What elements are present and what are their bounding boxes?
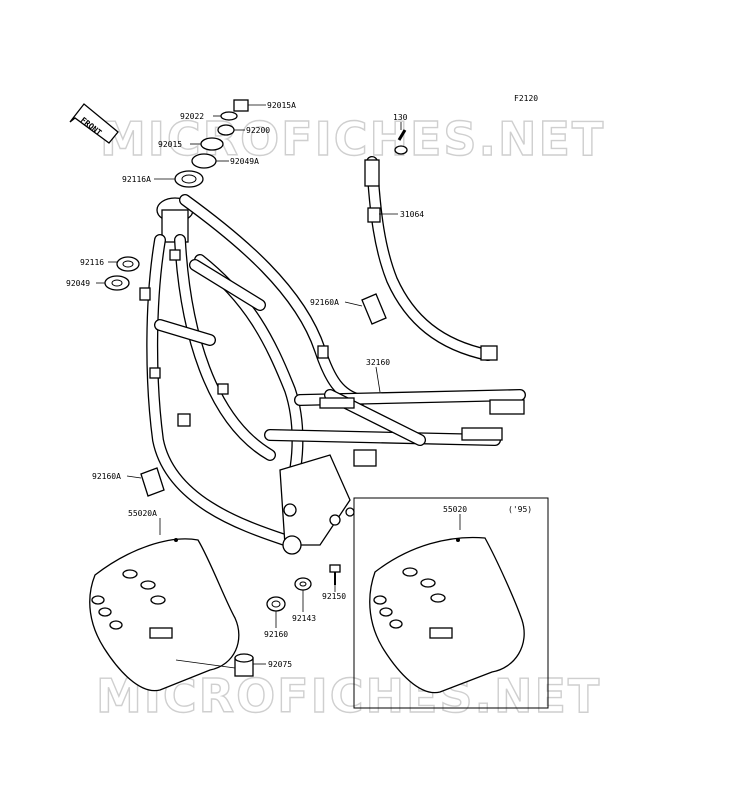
- bolt-92150-icon: [329, 564, 341, 585]
- label-92200: 92200: [246, 126, 270, 135]
- nut-92015-icon: [200, 137, 224, 151]
- label-92022: 92022: [180, 112, 204, 121]
- bearing-92116-icon: [116, 256, 140, 272]
- label-92160a-bottom: 92160A: [92, 472, 121, 481]
- label-92015: 92015: [158, 140, 182, 149]
- skid-plate-55020a: [89, 538, 240, 692]
- leader-lines: [96, 104, 461, 669]
- label-55020a: 55020A: [128, 509, 157, 518]
- washer-92022-icon: [220, 111, 238, 121]
- label-92015a: 92015A: [267, 101, 296, 110]
- label-32160: 32160: [366, 358, 390, 367]
- label-92049: 92049: [66, 279, 90, 288]
- steering-head-parts: [104, 99, 249, 291]
- collar-92160a-bottom-icon: [140, 467, 165, 497]
- bearing-92116a-icon: [174, 170, 204, 188]
- label-31064: 31064: [400, 210, 424, 219]
- label-55020: 55020: [443, 505, 467, 514]
- collar-92160a-top-icon: [361, 293, 387, 325]
- label-92160: 92160: [264, 630, 288, 639]
- label-92150: 92150: [322, 592, 346, 601]
- label-92049a: 92049A: [230, 157, 259, 166]
- nut-92015a-icon: [233, 99, 249, 112]
- damper-92075-icon: [234, 653, 254, 677]
- figure-code: F2120: [514, 94, 538, 103]
- rear-sub-frame-31064: [364, 156, 498, 361]
- part-labels: 92015A 92022 92200 92015 92049A 92116A 1…: [66, 101, 532, 669]
- label-92116: 92116: [80, 258, 104, 267]
- spacer-92143-icon: [294, 577, 312, 591]
- skid-plate-55020: [369, 536, 525, 694]
- label-92160a-top: 92160A: [310, 298, 339, 307]
- collar-92160-icon: [266, 596, 286, 612]
- label-92143: 92143: [292, 614, 316, 623]
- label-92075: 92075: [268, 660, 292, 669]
- variant-note: ('95): [508, 505, 532, 514]
- seal-92049-icon: [104, 275, 130, 291]
- main-frame-32160: [139, 194, 526, 555]
- seal-92049a-icon: [191, 153, 217, 169]
- label-130: 130: [393, 113, 408, 122]
- watermark-top: MICROFICHES.NET: [100, 112, 605, 166]
- variant-box-1995: [353, 497, 549, 709]
- washer-92200-icon: [217, 124, 235, 136]
- bolt-130-icon: [394, 129, 408, 155]
- label-92116a: 92116A: [122, 175, 151, 184]
